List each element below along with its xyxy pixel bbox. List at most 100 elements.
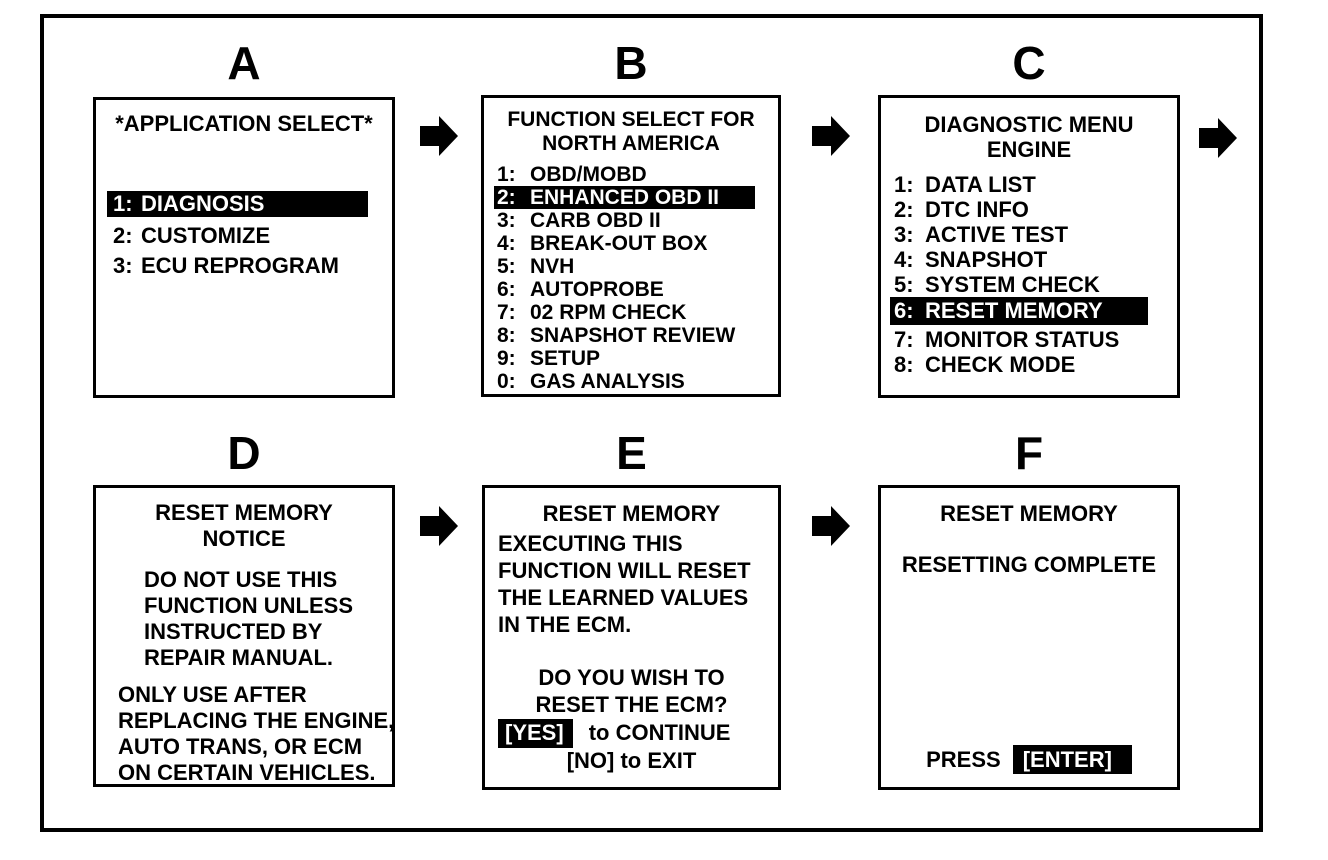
menu-item-number: 6: [497,277,516,301]
text-line: INSTRUCTED BY [144,619,323,644]
text-line: ENGINE [986,137,1072,162]
menu-item[interactable]: 3: ACTIVE TEST [890,222,1177,247]
menu-item[interactable]: 1: DATA LIST [890,172,1177,197]
menu-item[interactable]: 8:CHECK MODE [890,352,1177,377]
menu-item-label: ECU REPROGRAM [141,253,340,278]
menu-item-selected[interactable]: 6:RESET MEMORY [890,297,1148,325]
menu-item[interactable]: 3:CARB OBD II [494,209,778,232]
menu-item[interactable]: 9: SETUP [494,347,778,370]
menu-item-number: 2: [497,185,516,209]
menu-item[interactable]: 4: BREAK-OUT BOX [494,232,778,255]
menu-item-label: AUTOPROBE [530,277,664,301]
menu-item-selected[interactable]: 1:DIAGNOSIS [107,191,368,217]
menu-item[interactable]: 2:CUSTOMIZE [107,221,392,251]
menu-item-selected[interactable]: 2: ENHANCED OBD II [494,186,755,209]
text-line: ON CERTAIN VEHICLES. [118,760,376,785]
text-line: DO NOT USE THIS [144,567,338,592]
menu-item-number: 7: [497,300,516,324]
menu-item[interactable]: 7: 02 RPM CHECK [494,301,778,324]
step-letter-d: D [227,427,261,479]
menu-list: 1: DATA LIST 2: DTC INFO 3: ACTIVE TEST 4: SNAP… [881,172,1177,377]
menu-item-label: DATA LIST [925,171,1036,197]
flow-arrow-icon [1199,114,1237,162]
menu-item[interactable]: 7: MONITOR STATUS [890,327,1177,352]
menu-item-label: SETUP [530,346,601,370]
menu-item-number: 9: [497,346,516,370]
text-line: RESET THE ECM? [535,692,728,717]
menu-item[interactable]: 3:ECU REPROGRAM [107,251,392,281]
menu-item[interactable]: 5:SYSTEM CHECK [890,272,1177,297]
menu-item-label: ACTIVE TEST [925,221,1069,247]
menu-item-number: 0: [497,369,516,393]
status-text: RESETTING COMPLETE [901,552,1157,577]
menu-item-label: ENHANCED OBD II [530,185,720,209]
screen-title: RESET MEMORY [940,501,1118,526]
text-line: AUTO TRANS, OR ECM [118,734,363,759]
menu-item-number: 1: [894,171,914,197]
step-letter-c: C [1012,37,1046,89]
text-line: RESET MEMORY [542,501,721,526]
menu-item-label: SNAPSHOT REVIEW [530,323,736,347]
text-line: IN THE ECM. [498,612,632,637]
press-label: PRESS [926,747,1001,772]
menu-item-label: SNAPSHOT [925,246,1048,272]
text-line: FUNCTION WILL RESET [498,558,751,583]
flow-arrow-icon [420,112,458,160]
menu-item[interactable]: 1: OBD/MOBD [494,163,778,186]
flow-arrow-icon [812,502,850,550]
menu-item-label: MONITOR STATUS [925,326,1120,352]
text-line: REPAIR MANUAL. [144,645,334,670]
no-option-row[interactable]: [NO] to EXIT [566,748,697,773]
yes-suffix-label: to CONTINUE [588,720,731,745]
menu-item-number: 7: [894,326,914,352]
menu-item-number: 2: [113,223,133,248]
text-line: DIAGNOSTIC MENU [924,112,1134,137]
menu-item-number: 4: [497,231,516,255]
menu-item[interactable]: 5:NVH [494,255,778,278]
step-letter-b: B [614,37,648,89]
screen-title: *APPLICATION SELECT* [96,112,392,136]
text-line: REPLACING THE ENGINE, [118,708,395,733]
menu-item-number: 2: [894,196,914,222]
menu-item[interactable]: 2: DTC INFO [890,197,1177,222]
step-letter-f: F [1014,427,1044,479]
menu-item-label: CHECK MODE [925,351,1076,377]
press-enter-row: PRESS [ENTER] [881,745,1177,774]
menu-item-label: NVH [530,254,575,278]
yes-key[interactable]: [YES] [498,718,573,748]
menu-item-label: 02 RPM CHECK [530,300,687,324]
menu-item[interactable]: 8:SNAPSHOT REVIEW [494,324,778,347]
menu-item-number: 1: [497,162,516,186]
menu-item[interactable]: 6: AUTOPROBE [494,278,778,301]
menu-item[interactable]: 0: GAS ANALYSIS [494,370,778,393]
menu-item-label: GAS ANALYSIS [530,369,685,393]
menu-item-label: SYSTEM CHECK [925,271,1100,297]
menu-item-label: CARB OBD II [530,208,661,232]
text-line: THE LEARNED VALUES [498,585,749,610]
scanner-screen-f: RESET MEMORY RESETTING COMPLETE PRESS [EN… [878,485,1180,790]
text-line: NOTICE [202,526,286,551]
menu-item-number: 1: [113,191,133,216]
scanner-screen-a: *APPLICATION SELECT* 1:DIAGNOSIS 2:CUSTOM… [93,97,395,398]
menu-item-label: OBD/MOBD [530,162,647,186]
menu-item-number: 3: [894,221,914,247]
screen-title: RESET MEMORY [485,500,778,527]
menu-item-number: 6: [894,298,914,323]
menu-item-number: 4: [894,246,914,272]
menu-item[interactable]: 4: SNAPSHOT [890,247,1177,272]
enter-key[interactable]: [ENTER] [1012,745,1132,774]
step-letter-a: A [227,37,261,89]
menu-item-label: BREAK-OUT BOX [530,231,708,255]
menu-item-label: DTC INFO [925,196,1029,222]
